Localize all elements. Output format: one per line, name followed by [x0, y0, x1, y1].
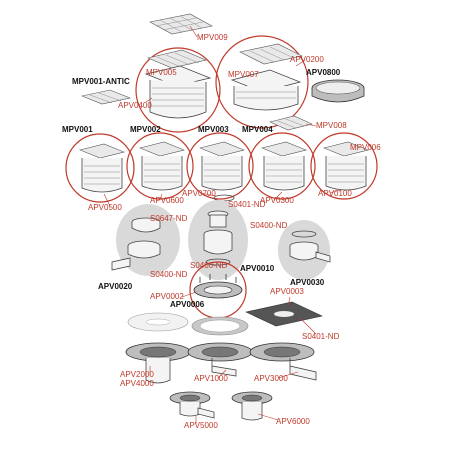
part-apv0010 [188, 200, 248, 280]
label-s0400-nd-low: S0400-ND [150, 270, 188, 279]
part-apv0800 [311, 79, 365, 103]
label-apv1000: APV1000 [194, 374, 228, 383]
label-s0400-nd-right: S0400-ND [250, 221, 288, 230]
label-apv0010: APV0010 [240, 264, 275, 273]
label-apv0200: APV0200 [290, 55, 324, 64]
part-apv0200 [230, 43, 303, 111]
label-apv0400: APV0400 [118, 101, 152, 110]
leader-lines [103, 25, 341, 424]
label-mpv001-antic: MPV001-ANTIC [72, 77, 130, 86]
part-apv0700 [199, 141, 245, 191]
label-apv0030: APV0030 [290, 278, 325, 287]
label-s0647-nd: S0647-ND [150, 214, 188, 223]
label-mpv007: MPV007 [228, 70, 259, 79]
label-mpv003: MPV003 [198, 125, 229, 134]
label-mpv004: MPV004 [242, 125, 273, 134]
part-round-grate [127, 312, 189, 332]
part-apv0500 [79, 143, 125, 193]
label-apv0500: APV0500 [88, 203, 122, 212]
label-apv0600: APV0600 [150, 196, 184, 205]
part-apv0600 [139, 141, 185, 191]
part-apv0400 [144, 49, 212, 119]
highlight-circle-apv0100 [310, 132, 378, 200]
label-apv2000: APV2000 [120, 370, 154, 379]
label-apv0300: APV0300 [260, 196, 294, 205]
part-apv0002 [193, 274, 243, 299]
label-apv0800: APV0800 [306, 68, 341, 77]
highlight-circle-apv0300 [248, 132, 316, 200]
part-apv5000 [169, 391, 215, 419]
highlight-circle-apv0400 [135, 47, 221, 133]
part-apv0300 [261, 141, 307, 191]
label-apv0006: APV0006 [170, 300, 205, 309]
part-apv2000 [125, 342, 191, 384]
label-apv4000: APV4000 [120, 379, 154, 388]
label-mpv002: MPV002 [130, 125, 161, 134]
label-s0401-nd-bottom: S0401-ND [302, 332, 340, 341]
label-apv0100: APV0100 [318, 189, 352, 198]
part-apv3000 [249, 342, 317, 381]
label-mpv008: MPV008 [316, 121, 347, 130]
part-apv1000 [187, 342, 253, 377]
label-apv0020: APV0020 [98, 282, 133, 291]
label-s0401-nd-top: S0401-ND [228, 200, 266, 209]
label-mpv006: MPV006 [350, 143, 381, 152]
part-apv6000 [231, 391, 273, 421]
label-apv0700: APV0700 [182, 189, 216, 198]
part-mpv008 [269, 115, 313, 131]
label-mpv001: MPV001 [62, 125, 93, 134]
part-mpv009 [149, 13, 213, 35]
label-mpv005: MPV005 [146, 68, 177, 77]
part-apv0030 [278, 220, 331, 280]
label-apv0003: APV0003 [270, 287, 304, 296]
label-apv0002: APV0002 [150, 292, 184, 301]
part-mpv001-antic [80, 89, 132, 105]
part-flat-ring [191, 316, 249, 336]
part-apv0003 [245, 301, 323, 327]
highlight-circle-apv0500 [65, 133, 135, 203]
highlight-circle-apv0700 [186, 132, 254, 200]
label-mpv009: MPV009 [197, 33, 228, 42]
label-apv5000: APV5000 [184, 421, 218, 430]
label-s0400-nd-left: S0400-ND [190, 261, 228, 270]
part-apv0020 [111, 204, 180, 276]
label-apv6000: APV6000 [276, 417, 310, 426]
part-apv0100 [323, 141, 369, 191]
highlight-circle-apv0200 [215, 35, 309, 129]
label-apv3000: APV3000 [254, 374, 288, 383]
